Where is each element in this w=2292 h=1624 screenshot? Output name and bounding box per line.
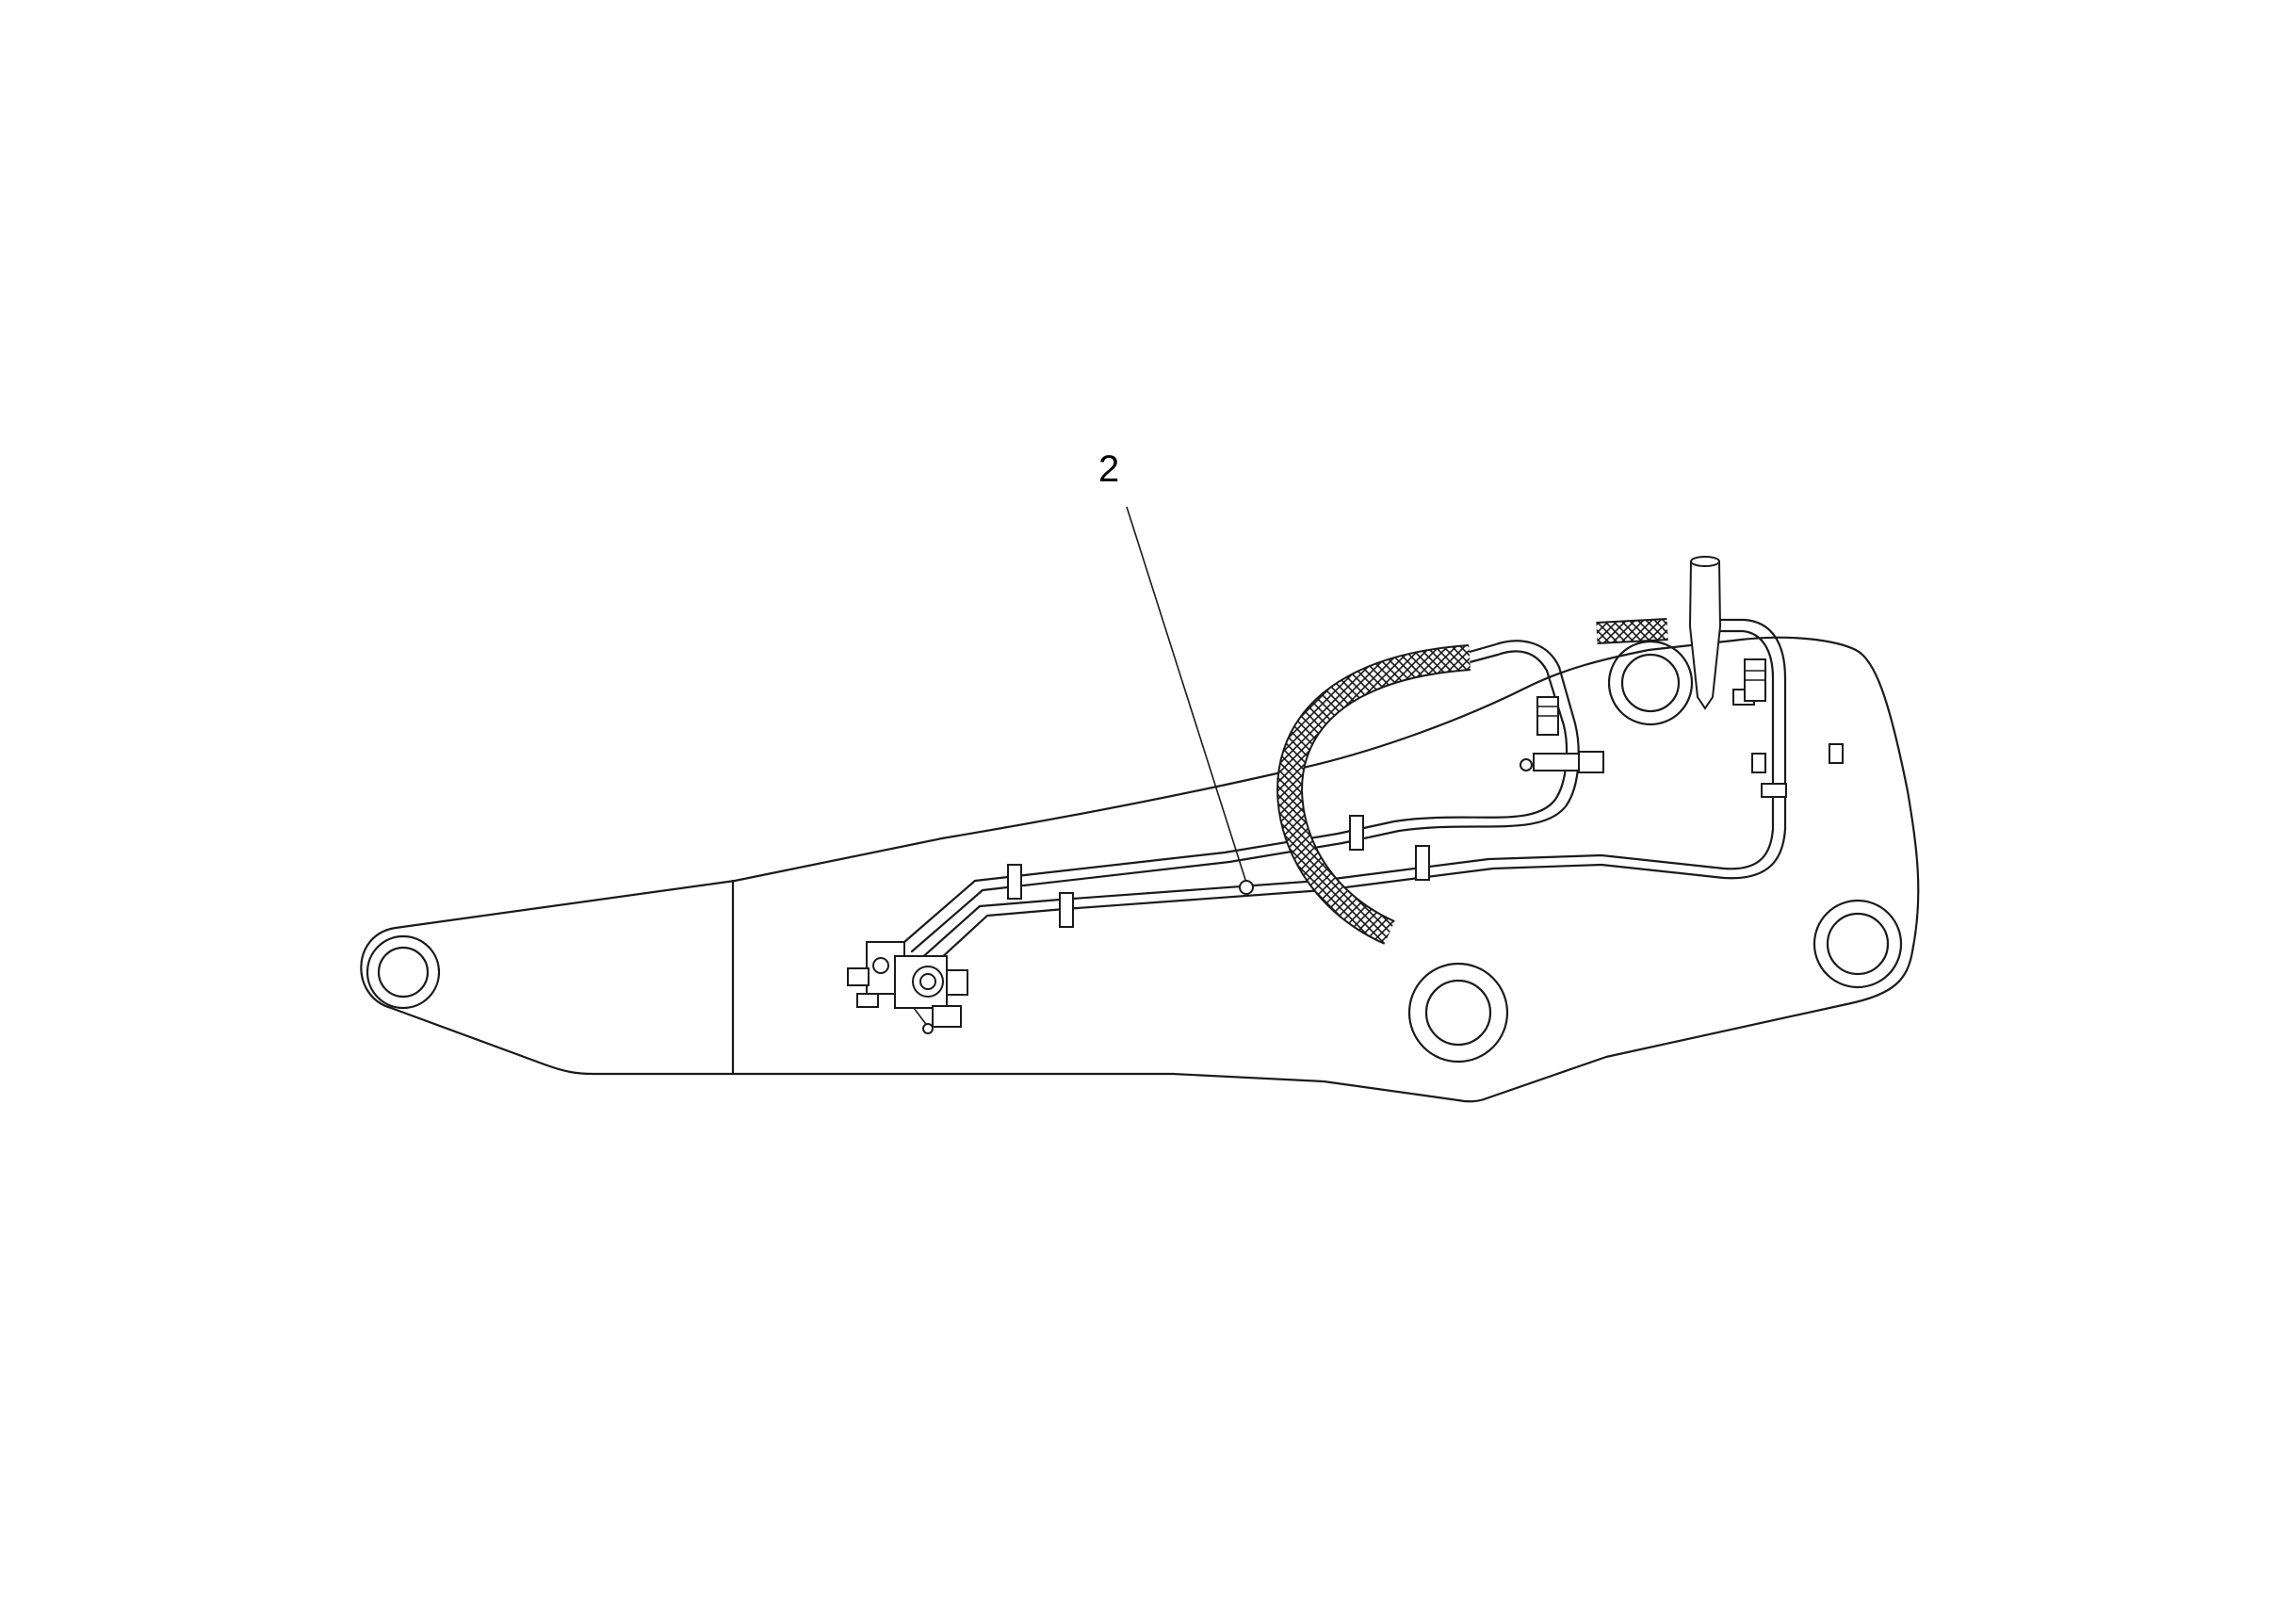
pipe-fittings [1520,658,1766,771]
callout-2 [1126,506,1254,895]
pivot-boss-bottom [1407,962,1509,1064]
pivot-boss-right [1812,899,1903,989]
pivot-boss-top [1607,640,1694,726]
callout-label-2: 2 [1098,448,1120,490]
valve-block [847,941,968,1034]
braided-hose-small [1596,618,1668,644]
braided-hose-large [1276,644,1471,945]
vertical-connector [1688,556,1722,710]
pipe-clamps [1007,689,1844,928]
pivot-boss-left [366,934,441,1010]
hydraulic-pipes [902,618,1787,972]
